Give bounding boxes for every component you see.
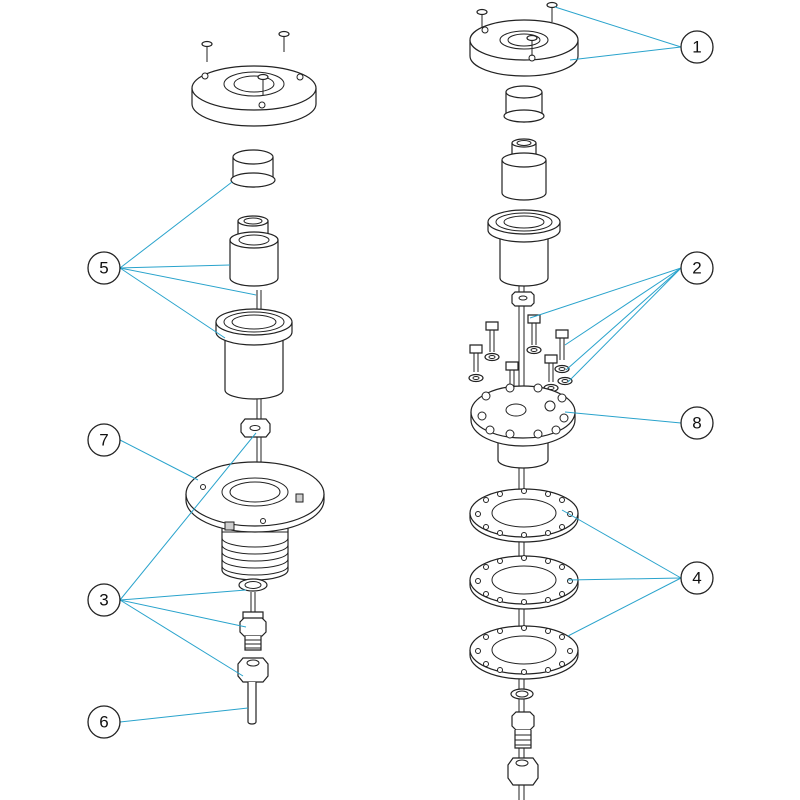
svg-text:3: 3	[99, 591, 108, 610]
callout-7: 7	[87, 423, 121, 457]
right-flanged-body	[487, 209, 561, 287]
right-fitting	[511, 711, 535, 749]
callout-6: 6	[87, 705, 121, 739]
svg-text:7: 7	[99, 431, 108, 450]
svg-text:5: 5	[99, 259, 108, 278]
right-gasket-3	[469, 625, 579, 680]
left-probe-tube	[247, 682, 257, 725]
right-upper-nut	[511, 291, 535, 307]
left-cover-flange	[191, 65, 317, 127]
right-sleeve	[501, 138, 547, 201]
callout-5: 5	[87, 251, 121, 285]
right-gasket-2	[469, 555, 579, 610]
svg-text:1: 1	[692, 38, 701, 57]
left-assembly	[185, 30, 325, 725]
right-cover-flange	[469, 19, 579, 77]
right-gasket-1	[469, 488, 579, 543]
svg-text:2: 2	[692, 259, 701, 278]
svg-text:6: 6	[99, 713, 108, 732]
callout-2: 2	[680, 251, 714, 285]
left-cap	[230, 149, 276, 188]
right-lower-nut	[507, 757, 539, 786]
left-washer	[238, 578, 268, 592]
right-cap	[503, 85, 545, 123]
right-washer	[510, 688, 534, 700]
left-mounting-flange	[185, 461, 325, 581]
callout-8: 8	[680, 406, 714, 440]
svg-text:8: 8	[692, 414, 701, 433]
callout-4: 4	[680, 561, 714, 595]
left-flanged-body	[215, 308, 293, 400]
left-upper-nut	[240, 418, 271, 438]
left-lower-nut	[237, 657, 269, 683]
right-bolted-flange	[470, 383, 576, 469]
right-assembly	[468, 1, 579, 800]
right-cover-screws	[476, 1, 558, 56]
right-bolts	[469, 314, 569, 388]
leader-lines	[119, 6, 682, 723]
left-cover-screws	[201, 30, 290, 95]
callout-1: 1	[680, 30, 714, 64]
left-fitting	[239, 592, 267, 651]
left-sleeve	[229, 215, 279, 287]
callout-3: 3	[87, 583, 121, 617]
svg-text:4: 4	[692, 569, 701, 588]
